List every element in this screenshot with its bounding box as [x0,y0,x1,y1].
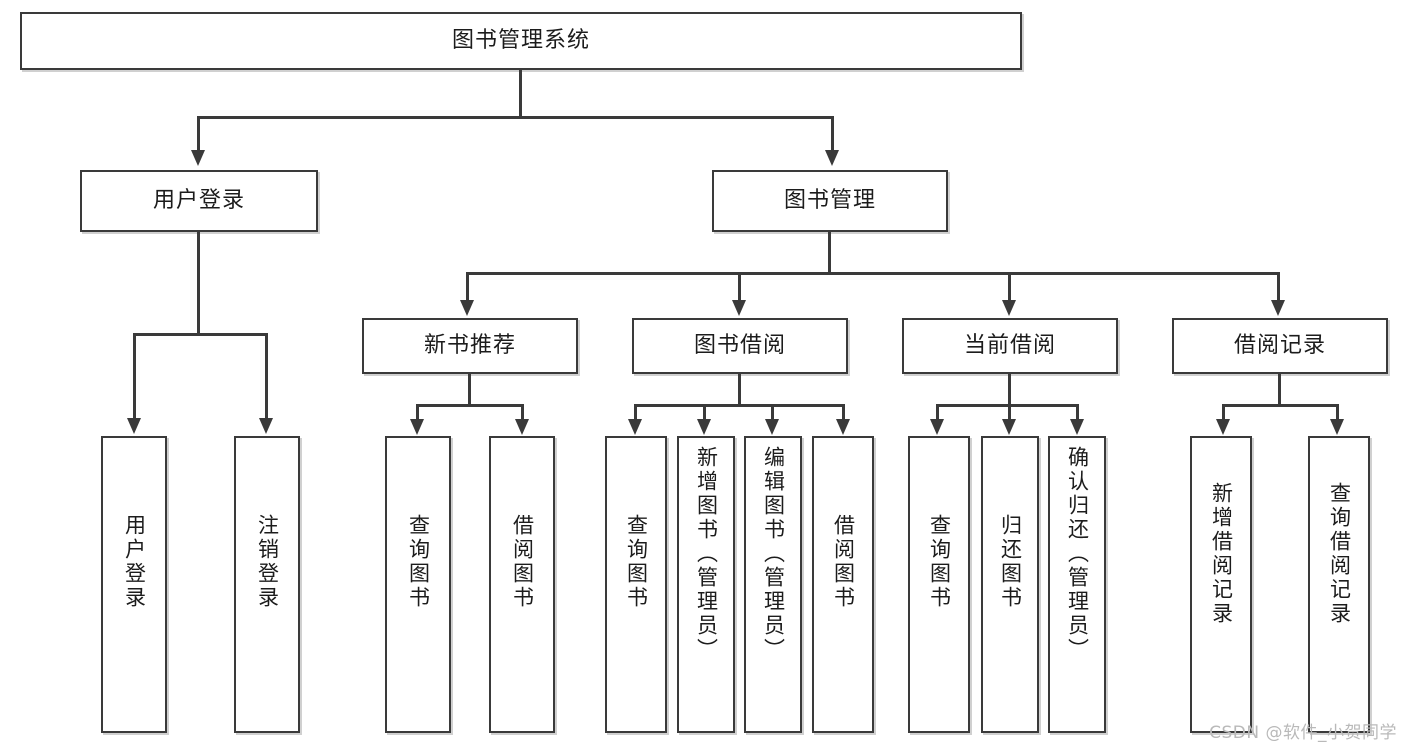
node-leaf2[interactable]: 注销登录 [234,436,300,733]
edge-borrow-to-leaf5 [634,404,637,420]
arrowhead-current-to-leaf9 [930,419,944,435]
edge-current-to-leaf11 [1076,404,1079,420]
edge-records-bar [1222,404,1339,407]
arrowhead-borrow-to-leaf7 [765,419,779,435]
node-borrow[interactable]: 图书借阅 [632,318,848,374]
arrowhead-records-to-leaf13 [1330,419,1344,435]
arrowhead-borrow-to-leaf5 [628,419,642,435]
edge-bookmgmt-to-records [1277,272,1280,302]
arrowhead-login-to-leaf2 [259,418,273,434]
node-leaf10[interactable]: 归还图书 [981,436,1039,733]
arrowhead-bookmgmt-to-current [1002,300,1016,316]
node-leaf8[interactable]: 借阅图书 [812,436,874,733]
node-leaf7[interactable]: 编辑图书（管理员） [744,436,802,733]
edge-records-to-leaf13 [1336,404,1339,420]
node-leaf9[interactable]: 查询图书 [908,436,970,733]
watermark-text: CSDN @软件_小贺同学 [1209,723,1397,743]
node-current-label: 当前借阅 [963,333,1056,359]
node-records-label: 借阅记录 [1233,333,1326,359]
node-leaf8-label: 借阅图书 [831,514,856,610]
node-leaf10-label: 归还图书 [998,514,1023,610]
edge-login-stem [197,232,200,335]
edge-newbook-bar [416,404,524,407]
edge-bookmgmt-to-borrow [738,272,741,302]
edge-current-stem [1008,374,1011,406]
node-bookmgmt-label: 图书管理 [783,188,876,214]
arrowhead-newbook-to-leaf4 [515,419,529,435]
arrowhead-records-to-leaf12 [1216,419,1230,435]
node-root-label: 图书管理系统 [451,28,590,54]
node-leaf1[interactable]: 用户登录 [101,436,167,733]
node-newbook[interactable]: 新书推荐 [362,318,578,374]
node-leaf1-label: 用户登录 [122,514,147,610]
arrowhead-root-to-login [191,150,205,166]
edge-newbook-stem [468,374,471,406]
node-leaf5[interactable]: 查询图书 [605,436,667,733]
node-leaf2-label: 注销登录 [255,514,280,610]
arrowhead-bookmgmt-to-records [1271,300,1285,316]
node-leaf6-label: 新增图书（管理员） [694,446,719,662]
node-records[interactable]: 借阅记录 [1172,318,1388,374]
arrowhead-bookmgmt-to-newbook [460,300,474,316]
node-borrow-label: 图书借阅 [693,333,786,359]
edge-bookmgmt-to-newbook [466,272,469,302]
node-leaf5-label: 查询图书 [624,514,649,610]
node-bookmgmt[interactable]: 图书管理 [712,170,948,232]
node-leaf12-label: 新增借阅记录 [1209,482,1234,626]
edge-borrow-to-leaf7 [771,404,774,420]
edge-current-bar [936,404,1079,407]
arrowhead-borrow-to-leaf8 [836,419,850,435]
node-leaf7-label: 编辑图书（管理员） [761,446,786,662]
edge-root-bar [197,116,834,119]
node-root[interactable]: 图书管理系统 [20,12,1022,70]
edge-login-to-leaf2 [265,333,268,419]
edge-borrow-stem [738,374,741,406]
arrowhead-current-to-leaf11 [1070,419,1084,435]
node-leaf9-label: 查询图书 [927,514,952,610]
edge-records-to-leaf12 [1222,404,1225,420]
node-newbook-label: 新书推荐 [423,333,516,359]
arrowhead-login-to-leaf1 [127,418,141,434]
node-leaf13-label: 查询借阅记录 [1327,482,1352,626]
edge-borrow-to-leaf6 [703,404,706,420]
edge-current-to-leaf9 [936,404,939,420]
arrowhead-newbook-to-leaf3 [410,419,424,435]
node-login[interactable]: 用户登录 [80,170,318,232]
arrowhead-root-to-bookmgmt [825,150,839,166]
arrowhead-borrow-to-leaf6 [697,419,711,435]
node-leaf11[interactable]: 确认归还（管理员） [1048,436,1106,733]
edge-root-stem [519,70,522,118]
edge-bookmgmt-stem [828,232,831,274]
edge-login-bar [133,333,268,336]
edge-root-to-login [197,116,200,152]
node-login-label: 用户登录 [152,188,245,214]
edge-newbook-to-leaf3 [416,404,419,420]
node-leaf13[interactable]: 查询借阅记录 [1308,436,1370,733]
node-leaf12[interactable]: 新增借阅记录 [1190,436,1252,733]
arrowhead-current-to-leaf10 [1002,419,1016,435]
node-leaf3[interactable]: 查询图书 [385,436,451,733]
node-leaf11-label: 确认归还（管理员） [1065,446,1090,662]
node-leaf6[interactable]: 新增图书（管理员） [677,436,735,733]
edge-newbook-to-leaf4 [521,404,524,420]
edge-root-to-bookmgmt [831,116,834,152]
edge-records-stem [1278,374,1281,406]
edge-current-to-leaf10 [1008,404,1011,420]
node-current[interactable]: 当前借阅 [902,318,1118,374]
arrowhead-bookmgmt-to-borrow [732,300,746,316]
node-leaf4[interactable]: 借阅图书 [489,436,555,733]
edge-bookmgmt-bar [466,272,1280,275]
node-leaf4-label: 借阅图书 [510,514,535,610]
edge-login-to-leaf1 [133,333,136,419]
edge-borrow-bar [634,404,845,407]
edge-bookmgmt-to-current [1008,272,1011,302]
edge-borrow-to-leaf8 [842,404,845,420]
node-leaf3-label: 查询图书 [406,514,431,610]
